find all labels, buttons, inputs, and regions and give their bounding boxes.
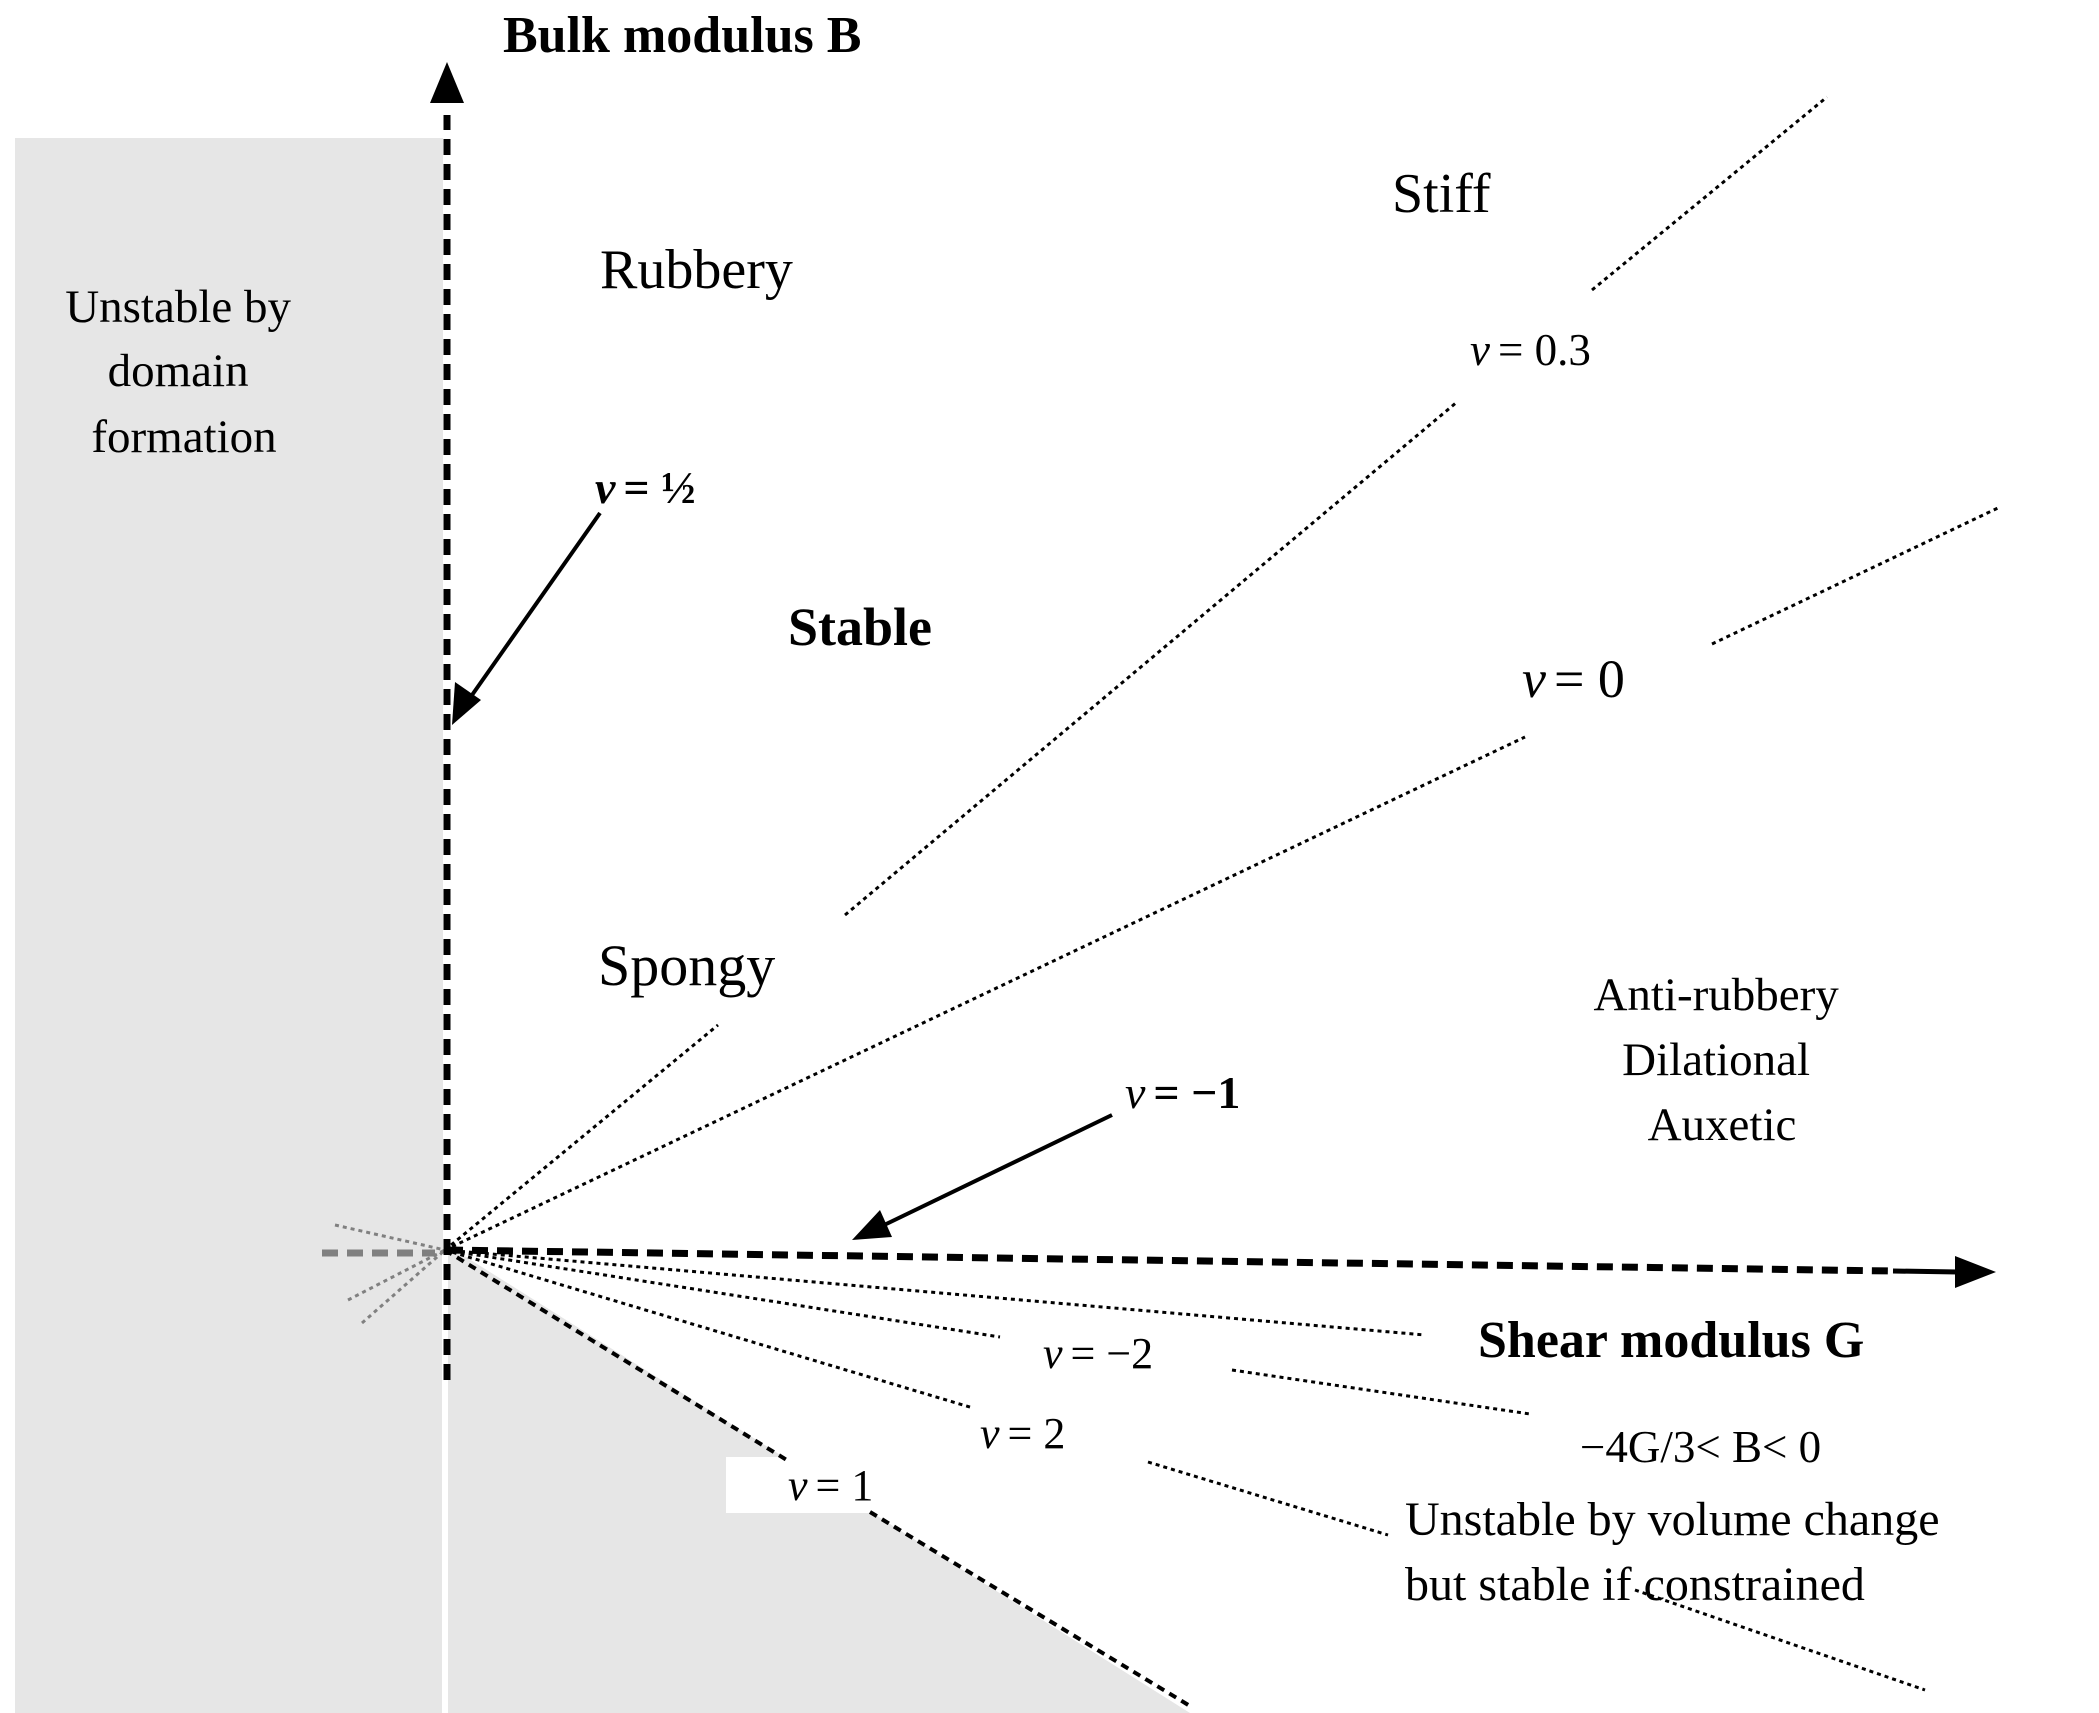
anti-rubbery-label: Anti-rubbery Dilational Auxetic	[1593, 969, 1850, 1151]
label-bg-v1	[726, 1457, 886, 1513]
line-v-m2-c	[1231, 1368, 1531, 1416]
line-v-0-upper	[1711, 505, 2001, 646]
v-2-label: v= 2	[980, 1409, 1065, 1458]
stable-label: Stable	[788, 597, 932, 657]
x-axis-arrow-shaft	[1892, 1268, 1959, 1275]
x-axis-arrowhead	[1955, 1256, 1996, 1288]
unstable-domain-region	[15, 138, 443, 1713]
arrow-v-minus1-head	[852, 1210, 892, 1240]
v-1-label: v= 1	[788, 1461, 873, 1510]
arrow-v-minus1	[877, 1113, 1113, 1230]
line-v-2-b	[1147, 1460, 1389, 1537]
v-minus2-label: v= −2	[1043, 1329, 1153, 1378]
line-v-m2-b	[444, 1248, 1001, 1339]
y-axis-arrowhead	[430, 62, 464, 103]
spongy-label: Spongy	[598, 933, 775, 998]
line-v-1	[443, 1248, 1192, 1708]
arrow-v-half-head	[452, 682, 481, 725]
unstable-domain-label: Unstable by domain formation	[65, 281, 303, 463]
negative-shear-lines	[322, 1223, 446, 1325]
line-v-0.3-upper	[1591, 95, 1828, 292]
arrow-v-half	[455, 511, 602, 720]
v-half-label: v= ½	[595, 462, 696, 513]
line-v-m2-a	[444, 1248, 1426, 1337]
line-v-2-a	[444, 1248, 974, 1410]
v-0.3-label: v= 0.3	[1470, 325, 1591, 375]
unstable-volume-label: Unstable by volume change but stable if …	[1405, 1493, 1952, 1611]
v-0-label: v= 0	[1522, 649, 1625, 709]
v-minus1-label: v= −1	[1125, 1067, 1240, 1118]
line-v-2-c	[1634, 1588, 1926, 1692]
constrained-range-label: −4G/3< B< 0	[1580, 1422, 1821, 1472]
poisson-ratio-lines	[444, 95, 2001, 1692]
x-axis-label: Shear modulus G	[1478, 1312, 1864, 1369]
y-axis-label: Bulk modulus B	[503, 7, 861, 64]
x-axis	[446, 1246, 1894, 1275]
stiff-label: Stiff	[1392, 163, 1491, 225]
rubbery-label: Rubbery	[600, 239, 793, 301]
line-v-spongy	[444, 1023, 719, 1252]
line-v-0.3-lower	[844, 400, 1458, 917]
